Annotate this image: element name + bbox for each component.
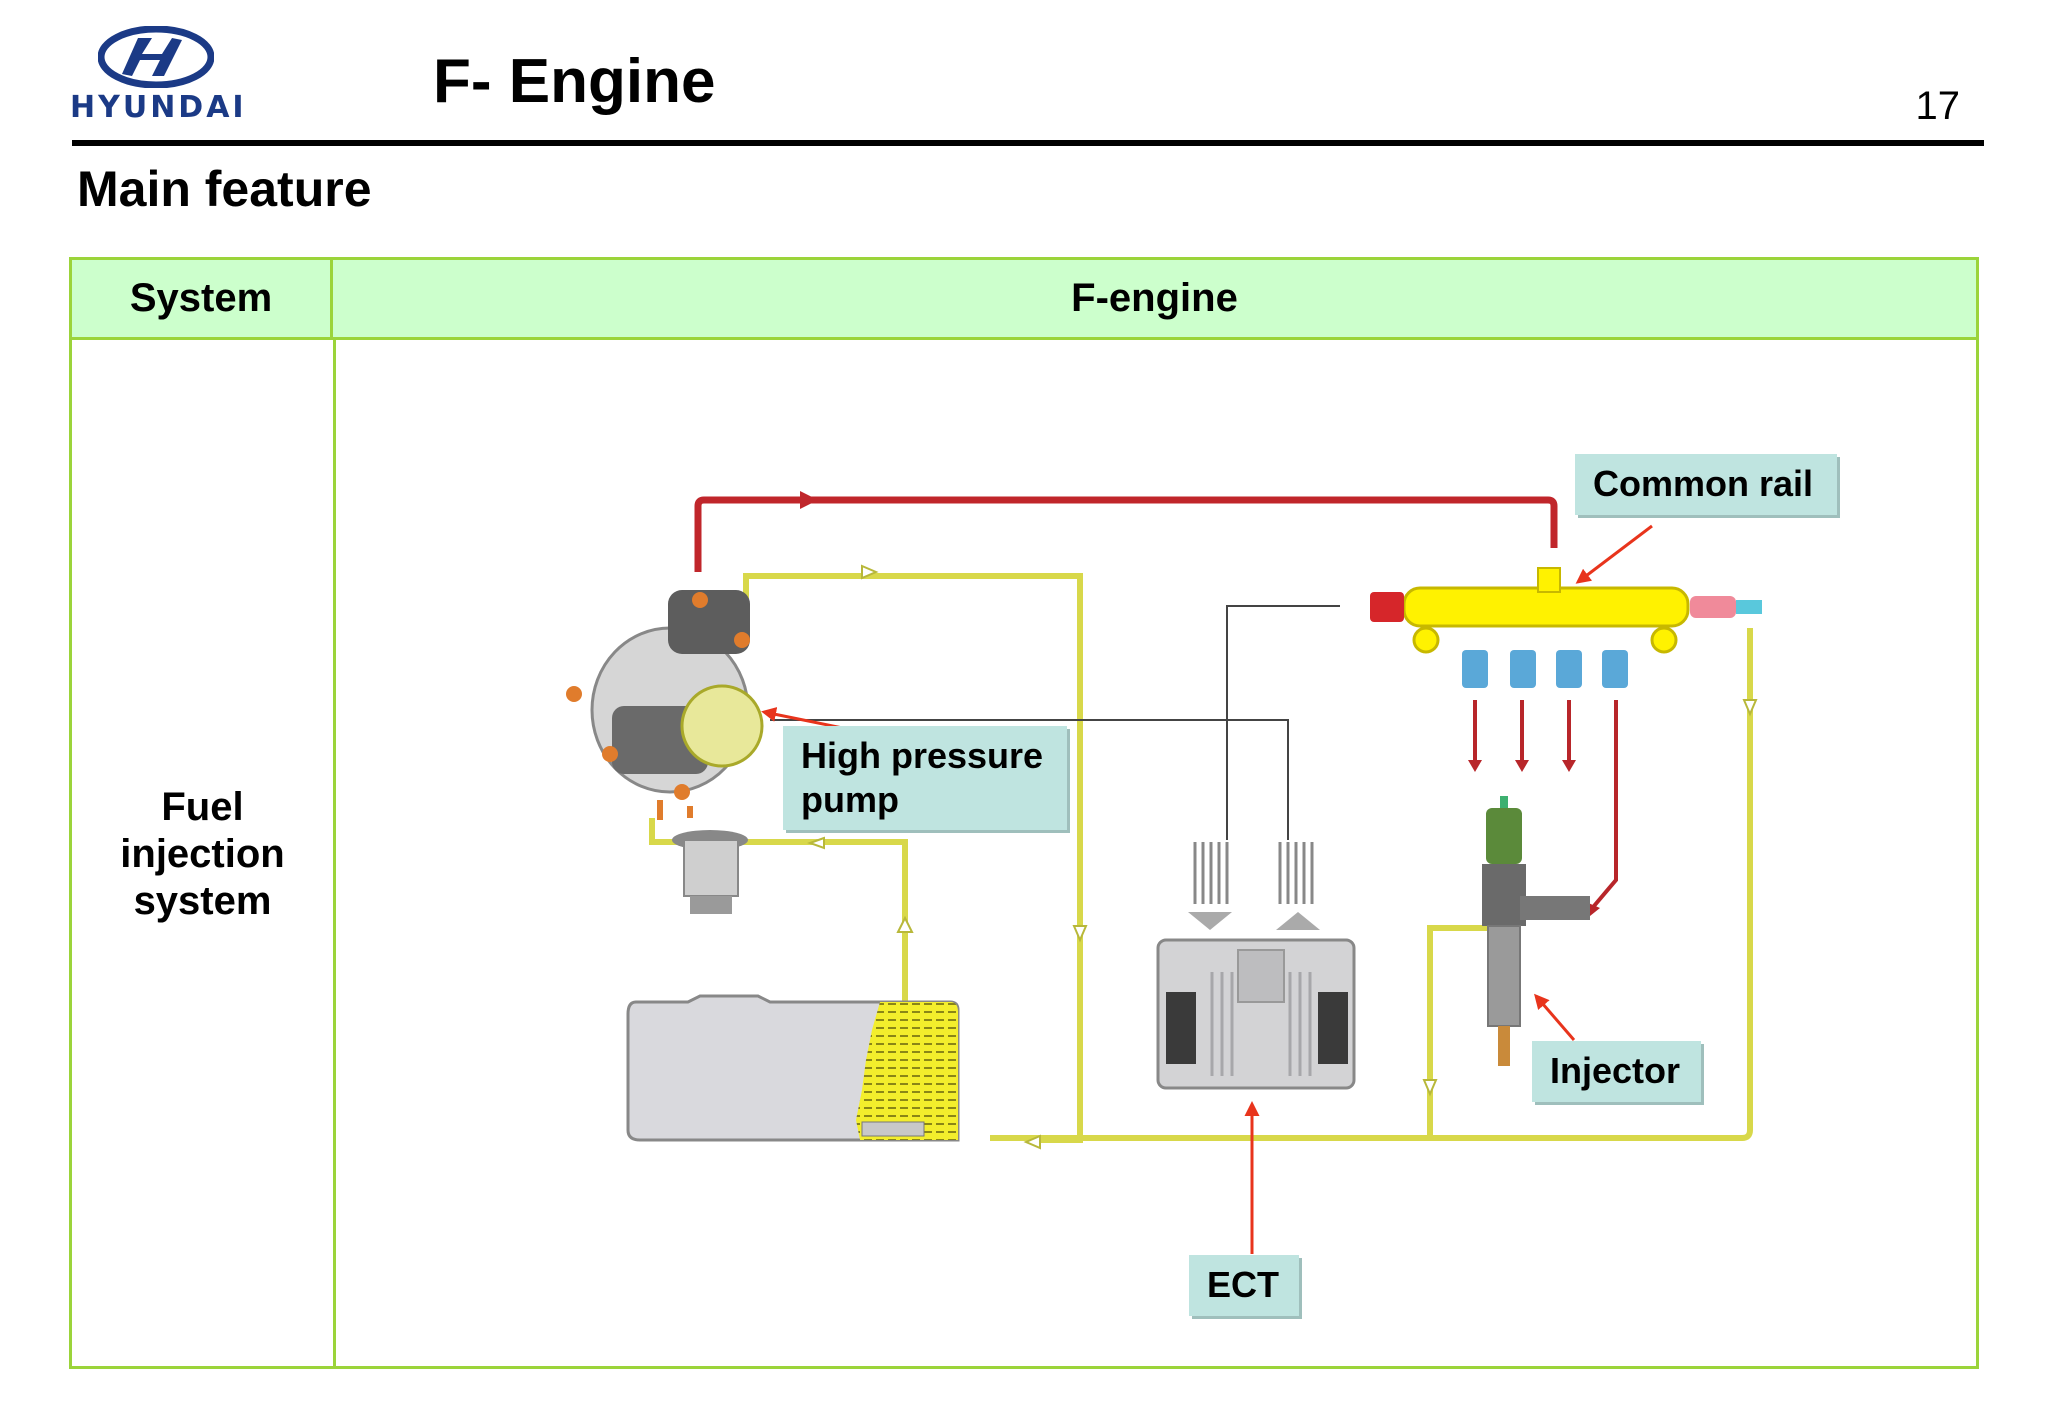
ecu-io-arrows [1188, 842, 1320, 930]
title-rule [72, 140, 1984, 146]
row-label-fuel-injection-system: Fuel injection system [72, 340, 333, 1369]
column-divider [333, 340, 336, 1369]
injector-feed-lines [1473, 700, 1618, 908]
hyundai-logo: HYUNDAI [70, 26, 247, 130]
common-rail [1370, 567, 1762, 688]
low-pressure-lines [649, 573, 1753, 1143]
sensor-wires [770, 605, 1340, 840]
injector [1482, 796, 1590, 1066]
row-label-text: Fuel injection system [120, 785, 285, 923]
section-title: Main feature [77, 161, 372, 217]
fuel-tank [626, 994, 960, 1142]
high-pressure-line [694, 491, 1558, 572]
column-header-f-engine: F-engine [333, 260, 1976, 340]
brand-wordmark: HYUNDAI [70, 90, 247, 125]
hyundai-emblem-icon [98, 26, 214, 88]
callout-common-rail: Common rail [1575, 454, 1837, 515]
feature-table: System F-engine Fuel injection system [69, 257, 1979, 1369]
callout-injector: Injector [1532, 1041, 1701, 1102]
ecu [1156, 938, 1356, 1090]
slide-title: F- Engine [433, 47, 716, 116]
low-pressure-arrows [807, 564, 1758, 1150]
callout-high-pressure-pump: High pressure pump [783, 726, 1067, 830]
callout-ect: ECT [1189, 1255, 1299, 1316]
column-header-system: System [72, 260, 333, 340]
high-pressure-pump [566, 590, 764, 820]
page-number: 17 [1915, 84, 1961, 128]
fuel-filter [672, 830, 748, 914]
